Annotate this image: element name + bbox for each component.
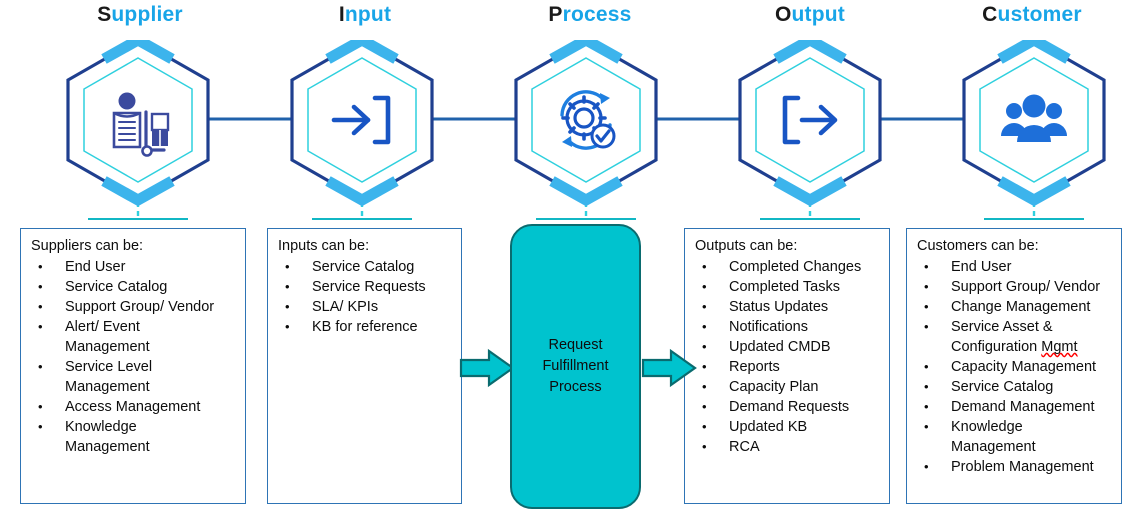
header-rest: rocess bbox=[562, 3, 632, 26]
panel-title: Outputs can be: bbox=[695, 238, 798, 254]
list-item-continuation: Management bbox=[65, 439, 150, 455]
hexagon-output[interactable] bbox=[740, 40, 880, 200]
hexagon-input[interactable] bbox=[292, 40, 432, 200]
list-item: Access Management bbox=[31, 397, 239, 417]
list-item: Alert/ Event bbox=[31, 317, 239, 337]
panel-list: End User Service Catalog Support Group/ … bbox=[31, 257, 239, 457]
header-initial: P bbox=[548, 3, 563, 26]
list-item: Knowledge bbox=[31, 417, 239, 437]
list-item: Problem Management bbox=[917, 457, 1115, 477]
list-item: Service Requests bbox=[278, 277, 455, 297]
list-item: Capacity Management bbox=[917, 357, 1115, 377]
panel-title: Inputs can be: bbox=[278, 238, 370, 254]
list-item: Capacity Plan bbox=[695, 377, 883, 397]
spellcheck-word: Mgmt bbox=[1041, 339, 1078, 355]
column-header-input: Input bbox=[245, 2, 485, 28]
list-item: Demand Management bbox=[917, 397, 1115, 417]
list-item: Support Group/ Vendor bbox=[31, 297, 239, 317]
header-rest: upplier bbox=[111, 3, 183, 26]
header-initial: C bbox=[982, 3, 998, 26]
list-item: Demand Requests bbox=[695, 397, 883, 417]
list-item: Completed Changes bbox=[695, 257, 883, 277]
list-item: Service Catalog bbox=[278, 257, 455, 277]
list-item: End User bbox=[31, 257, 239, 277]
people-group-icon bbox=[1001, 94, 1067, 142]
list-item: Service Level bbox=[31, 357, 239, 377]
list-item: Support Group/ Vendor bbox=[917, 277, 1115, 297]
list-item: Change Management bbox=[917, 297, 1115, 317]
header-initial: I bbox=[338, 3, 345, 26]
list-item: SLA/ KPIs bbox=[278, 297, 455, 317]
column-header-supplier: Supplier bbox=[20, 2, 260, 28]
header-initial: O bbox=[774, 3, 792, 26]
list-item: Service Catalog bbox=[917, 377, 1115, 397]
list-item: KB for reference bbox=[278, 317, 455, 337]
list-item: Updated CMDB bbox=[695, 337, 883, 357]
list-item-continuation: Configuration Mgmt bbox=[951, 339, 1078, 355]
panel-title: Suppliers can be: bbox=[31, 238, 144, 254]
panel-list: End User Support Group/ Vendor Change Ma… bbox=[917, 257, 1115, 477]
list-item-continuation: Management bbox=[65, 339, 150, 355]
column-header-customer: Customer bbox=[912, 2, 1132, 28]
list-item: Status Updates bbox=[695, 297, 883, 317]
process-label: Request Fulfillment Process bbox=[542, 337, 609, 395]
hexagon-supplier[interactable] bbox=[68, 40, 208, 200]
list-item-continuation: Management bbox=[951, 439, 1036, 455]
process-box[interactable]: Request Fulfillment Process bbox=[510, 224, 641, 509]
list-item-continuation: Management bbox=[65, 379, 150, 395]
list-item: Completed Tasks bbox=[695, 277, 883, 297]
hexagon-process[interactable] bbox=[516, 40, 656, 200]
list-item: Notifications bbox=[695, 317, 883, 337]
list-item: RCA bbox=[695, 437, 883, 457]
panel-title: Customers can be: bbox=[917, 238, 1039, 254]
arrow-into-bracket-icon bbox=[331, 95, 391, 145]
panel-customer: Customers can be: End User Support Group… bbox=[906, 228, 1122, 504]
panel-supplier: Suppliers can be: End User Service Catal… bbox=[20, 228, 246, 504]
gear-cycle-check-icon bbox=[560, 90, 616, 150]
list-item: Updated KB bbox=[695, 417, 883, 437]
list-item: Service Catalog bbox=[31, 277, 239, 297]
list-item: End User bbox=[917, 257, 1115, 277]
supplier-worker-icon bbox=[112, 92, 170, 157]
arrow-right-out-of-process bbox=[641, 348, 697, 388]
header-rest: utput bbox=[791, 3, 846, 26]
header-rest: ustomer bbox=[997, 3, 1082, 26]
hexagon-customer[interactable] bbox=[964, 40, 1104, 200]
header-rest: nput bbox=[344, 3, 392, 26]
bracket-arrow-out-icon bbox=[782, 95, 838, 145]
panel-input: Inputs can be: Service Catalog Service R… bbox=[267, 228, 462, 504]
header-initial: S bbox=[97, 3, 112, 26]
hexagon-row bbox=[0, 40, 1132, 230]
panel-list: Service Catalog Service Requests SLA/ KP… bbox=[278, 257, 455, 337]
list-item: Reports bbox=[695, 357, 883, 377]
column-header-process: Process bbox=[470, 2, 710, 28]
list-item: Service Asset & bbox=[917, 317, 1115, 337]
panel-output: Outputs can be: Completed Changes Comple… bbox=[684, 228, 890, 504]
arrow-right-into-process bbox=[459, 348, 515, 388]
column-header-output: Output bbox=[690, 2, 930, 28]
panel-list: Completed Changes Completed Tasks Status… bbox=[695, 257, 883, 457]
list-item: Knowledge bbox=[917, 417, 1115, 437]
